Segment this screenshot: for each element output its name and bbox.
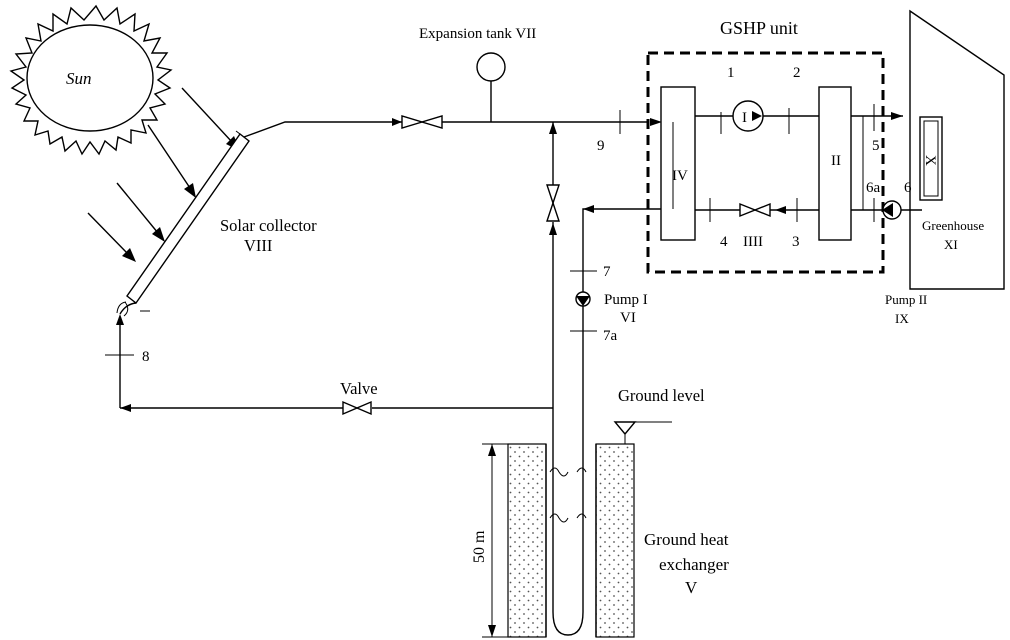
fan-coil [919, 116, 943, 201]
point-9: 9 [597, 138, 605, 154]
point-1: 1 [727, 65, 735, 81]
depth-label: 50 m [471, 530, 488, 563]
point-6a: 6a [866, 180, 881, 196]
pump-1-label: Pump I [604, 292, 648, 308]
expansion-tank-label: Expansion tank VII [419, 26, 536, 42]
state-point-ticks [105, 104, 875, 356]
pump-1-roman: VI [620, 310, 636, 326]
soil-left [507, 443, 547, 638]
compressor-label: I [742, 110, 747, 126]
pipework [116, 52, 662, 452]
condenser [818, 86, 852, 241]
point-2: 2 [793, 65, 801, 81]
point-4: 4 [720, 234, 728, 250]
evaporator-label: IV [672, 168, 688, 184]
solar-collector: Solar collector VIII [126, 130, 317, 305]
point-3: 3 [792, 234, 800, 250]
point-8: 8 [142, 349, 150, 365]
valve-bottom [342, 400, 372, 416]
evaporator [660, 86, 696, 241]
gshp-unit: GSHP unit IV II I IIII [646, 18, 922, 274]
condenser-label: II [831, 153, 841, 169]
solar-collector-roman: VIII [244, 236, 272, 255]
ghe-label-1: Ground heat [644, 530, 729, 549]
valve-label: Valve [340, 379, 378, 398]
greenhouse-roman: XI [944, 237, 958, 252]
point-5: 5 [872, 138, 880, 154]
ghe-label-2: exchanger [659, 555, 729, 574]
point-7: 7 [603, 264, 611, 280]
gshp-unit-boundary [646, 51, 885, 274]
state-point-labels: 7 7a 8 9 1 2 3 4 5 6a 6 [142, 65, 912, 365]
expansion-tank [476, 52, 506, 82]
sun: Sun [9, 4, 173, 156]
compressor [732, 100, 764, 132]
fan-coil-label: X [922, 155, 938, 166]
gshp-unit-label: GSHP unit [720, 18, 798, 38]
ground-level-label: Ground level [618, 386, 705, 405]
greenhouse-label: Greenhouse [922, 218, 984, 233]
valve-top [401, 115, 443, 129]
ghe-label-3: V [685, 578, 698, 597]
point-7a: 7a [603, 328, 618, 344]
ground-heat-exchanger: Ground level 50 m Ground heat exchanger … [471, 386, 729, 638]
pump-2-label: Pump II [885, 292, 927, 307]
greenhouse: X Greenhouse XI [909, 9, 1005, 290]
solar-collector-label: Solar collector [220, 216, 317, 235]
expansion-valve [739, 202, 771, 218]
sun-label: Sun [66, 69, 92, 88]
pump-1: Pump I VI [575, 291, 648, 326]
soil-right [595, 443, 635, 638]
sunlight-arrows [87, 87, 240, 262]
expansion-valve-label: IIII [743, 234, 763, 250]
pump-2-roman: IX [895, 311, 909, 326]
point-6: 6 [904, 180, 912, 196]
valve-vertical [546, 184, 560, 222]
sun-disc [26, 24, 154, 132]
pump-2: Pump II IX [882, 200, 927, 326]
